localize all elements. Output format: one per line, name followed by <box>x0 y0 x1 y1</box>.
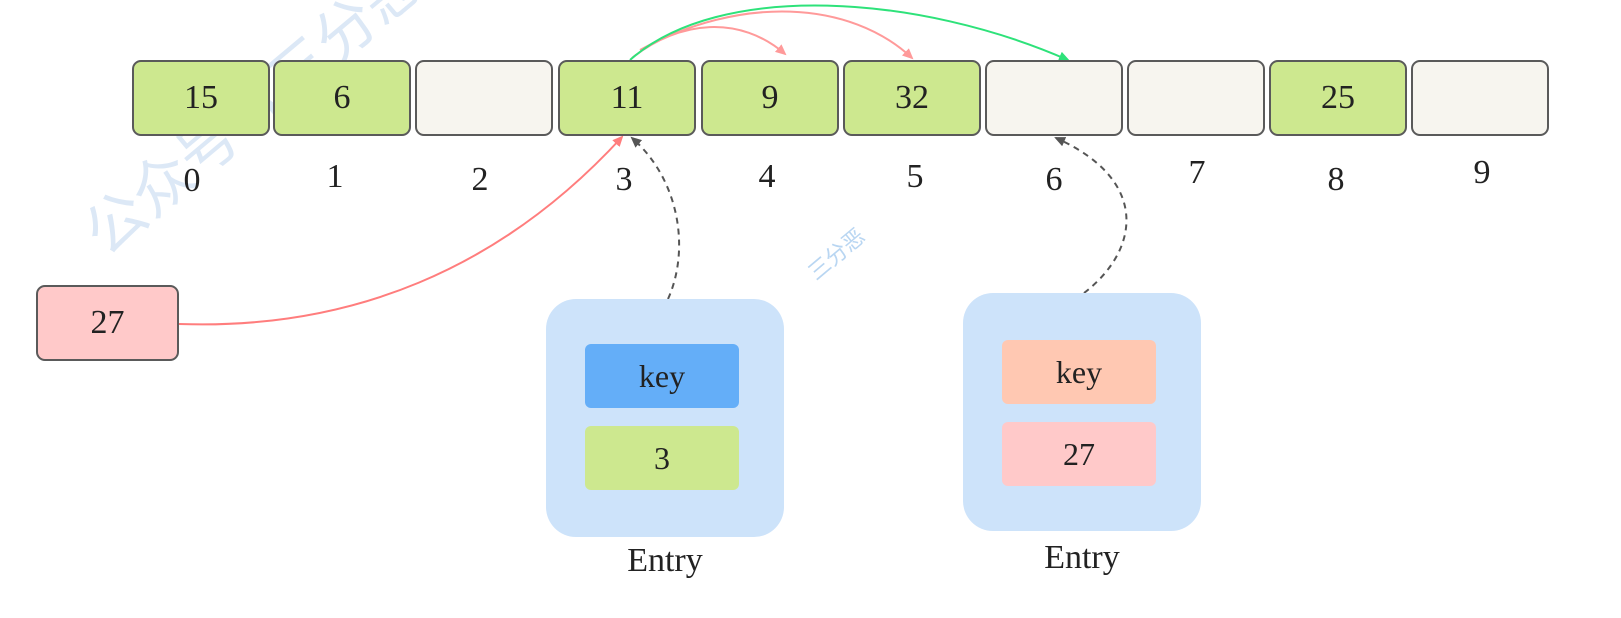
index-label: 6 <box>1045 161 1063 198</box>
array-cell: 6 <box>273 60 411 136</box>
entry-pointer-to-6 <box>1054 137 1128 294</box>
entry-key: key <box>585 344 739 408</box>
array-cell <box>415 60 553 136</box>
array-cell: 32 <box>843 60 981 136</box>
array-cell: 15 <box>132 60 270 136</box>
array-cell <box>1411 60 1549 136</box>
index-label: 4 <box>758 158 776 195</box>
incoming-element: 27 <box>36 285 179 361</box>
index-label: 7 <box>1188 154 1206 191</box>
entry-node: key 3 <box>546 299 784 537</box>
index-label: 2 <box>471 161 489 198</box>
array-cell <box>1127 60 1265 136</box>
index-label: 9 <box>1473 154 1491 191</box>
entry-label: Entry <box>1044 539 1120 576</box>
entry-value: 3 <box>585 426 739 490</box>
insert-arrow <box>178 135 624 326</box>
array-cell <box>985 60 1123 136</box>
array-cell: 9 <box>701 60 839 136</box>
entry-key: key <box>1002 340 1156 404</box>
index-label: 5 <box>906 158 924 195</box>
index-label: 0 <box>183 162 201 199</box>
index-label: 1 <box>326 158 344 195</box>
index-label: 8 <box>1327 161 1345 198</box>
final-arrow-to-6 <box>629 4 1070 61</box>
entry-value: 27 <box>1002 422 1156 486</box>
entry-label: Entry <box>627 542 703 579</box>
probe-arrow-to-5 <box>639 10 914 60</box>
array-cell: 11 <box>558 60 696 136</box>
entry-node: key 27 <box>963 293 1201 531</box>
array-cell: 25 <box>1269 60 1407 136</box>
index-label: 3 <box>615 161 633 198</box>
